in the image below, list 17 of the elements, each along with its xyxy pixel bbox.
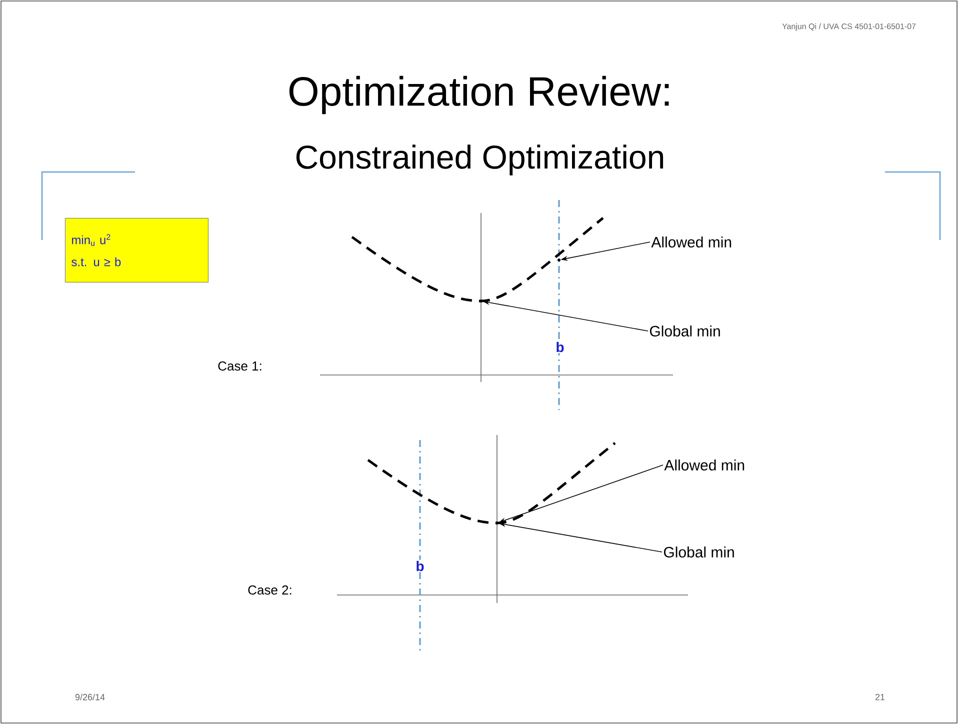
case-label: Case 2: bbox=[248, 585, 292, 595]
date-label: 9/26/14 bbox=[75, 694, 105, 700]
curve-point bbox=[496, 522, 498, 524]
constraint-label: b bbox=[414, 560, 426, 572]
callout-text: Global min bbox=[650, 326, 720, 336]
callout-text: Allowed min bbox=[651, 236, 732, 248]
curve-point bbox=[480, 300, 482, 302]
callout-text: Allowed min bbox=[664, 460, 744, 470]
header-text: Yanjun Qi / UVA CS 4501-01-6501-07 bbox=[782, 23, 916, 31]
curve-point bbox=[558, 258, 560, 262]
subtitle: Constrained Optimization bbox=[296, 144, 664, 176]
constraint-label: b bbox=[554, 340, 566, 354]
case-label: Case 1: bbox=[218, 361, 262, 371]
page-number: 21 bbox=[875, 694, 885, 700]
title: Optimization Review: bbox=[289, 76, 669, 114]
callout-text: Global min bbox=[664, 546, 734, 558]
constraint-box: min$_{u}$ u$^{2}$ s.t. u ≥ b bbox=[65, 218, 208, 282]
